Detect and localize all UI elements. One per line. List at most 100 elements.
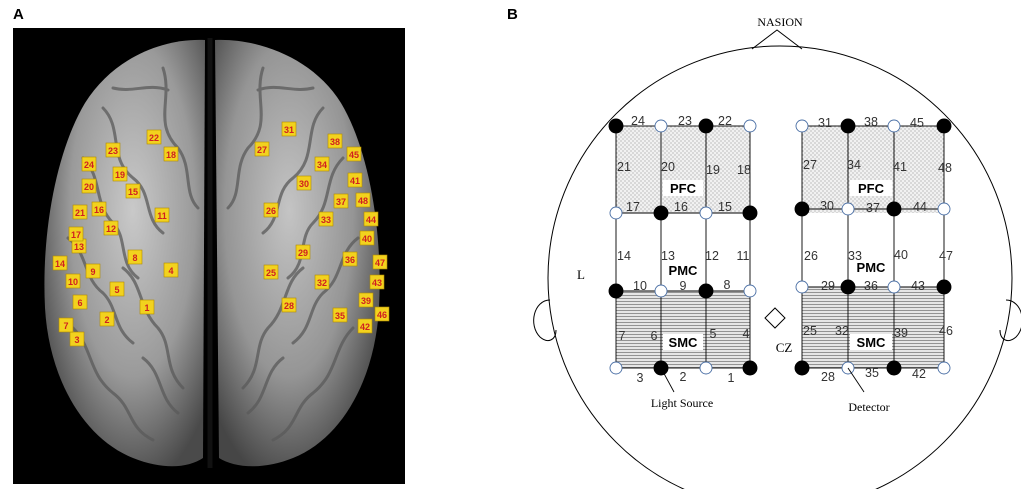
channel-marker-34: 34	[314, 156, 330, 172]
right-channel-27: 27	[803, 158, 817, 172]
right-optode-0-0	[795, 119, 809, 133]
right-channel-26: 26	[804, 249, 818, 263]
left-channel-11: 11	[737, 249, 750, 263]
channel-marker-12: 12	[103, 220, 119, 236]
svg-text:40: 40	[362, 234, 372, 244]
right-optode-2-1	[840, 279, 856, 295]
channel-markers: 1234567891011121314151617181920212223242…	[52, 121, 390, 347]
channel-marker-26: 26	[263, 202, 279, 218]
detector-leader	[847, 367, 865, 393]
nasion-label: NASION	[757, 15, 803, 29]
left-channel-8: 8	[724, 278, 731, 292]
svg-text:33: 33	[321, 215, 331, 225]
right-optode-3-2	[886, 360, 902, 376]
svg-text:8: 8	[132, 253, 137, 263]
left-channel-2: 2	[680, 370, 687, 384]
right-smc-region	[802, 287, 944, 368]
brain-illustration: 1234567891011121314151617181920212223242…	[44, 38, 390, 468]
left-ear	[533, 299, 557, 341]
right-channel-39: 39	[894, 326, 908, 340]
channel-marker-43: 43	[369, 274, 385, 290]
right-channel-37: 37	[866, 201, 880, 215]
svg-text:29: 29	[298, 248, 308, 258]
right-channel-43: 43	[911, 279, 925, 293]
left-smc-label: SMC	[669, 335, 699, 350]
channel-marker-23: 23	[105, 142, 121, 158]
nose-triangle	[751, 29, 803, 50]
svg-text:2: 2	[104, 315, 109, 325]
channel-marker-36: 36	[342, 251, 358, 267]
channel-marker-30: 30	[296, 175, 312, 191]
right-channel-45: 45	[910, 116, 924, 130]
right-optode-0-2	[887, 119, 901, 133]
left-optode-3-2	[699, 361, 713, 375]
left-pfc-label: PFC	[670, 181, 697, 196]
left-channel-20: 20	[661, 160, 675, 174]
right-optode-2-0	[795, 280, 809, 294]
svg-text:18: 18	[166, 150, 176, 160]
svg-text:44: 44	[366, 215, 376, 225]
right-channel-32: 32	[835, 324, 849, 338]
svg-text:45: 45	[349, 150, 359, 160]
left-channel-7: 7	[619, 329, 626, 343]
svg-text:10: 10	[68, 277, 78, 287]
right-optode-3-3	[937, 361, 951, 375]
svg-text:38: 38	[330, 137, 340, 147]
channel-marker-47: 47	[372, 254, 388, 270]
left-channel-5: 5	[710, 327, 717, 341]
right-optode-0-3	[936, 118, 952, 134]
svg-text:25: 25	[266, 268, 276, 278]
svg-text:42: 42	[360, 322, 370, 332]
right-optode-3-0	[794, 360, 810, 376]
svg-text:22: 22	[149, 133, 159, 143]
svg-text:37: 37	[336, 197, 346, 207]
channel-marker-28: 28	[281, 297, 297, 313]
left-channel-4: 4	[743, 327, 750, 341]
cz-label: CZ	[776, 340, 793, 355]
left-channel-14: 14	[617, 249, 631, 263]
light-source-label: Light Source	[651, 396, 713, 410]
left-channel-1: 1	[728, 371, 735, 385]
left-channel-3: 3	[637, 371, 644, 385]
left-optode-0-3	[743, 119, 757, 133]
left-channel-19: 19	[706, 163, 720, 177]
svg-text:46: 46	[377, 310, 387, 320]
cz-diamond	[764, 307, 786, 329]
right-channel-35: 35	[865, 366, 879, 380]
right-optode-1-3	[937, 202, 951, 216]
left-channel-17: 17	[626, 200, 640, 214]
svg-text:24: 24	[84, 160, 94, 170]
channel-marker-14: 14	[52, 255, 68, 271]
channel-marker-32: 32	[314, 274, 330, 290]
right-channel-28: 28	[821, 370, 835, 384]
svg-text:14: 14	[55, 259, 65, 269]
left-grid-lines	[615, 125, 751, 369]
svg-text:5: 5	[114, 285, 119, 295]
right-pfc-label: PFC	[858, 181, 885, 196]
left-channel-12: 12	[705, 249, 719, 263]
left-optode-1-3	[742, 205, 758, 221]
svg-text:36: 36	[345, 255, 355, 265]
channel-marker-9: 9	[85, 263, 101, 279]
left-smc-region	[616, 291, 750, 368]
svg-text:28: 28	[284, 301, 294, 311]
right-channel-33: 33	[848, 249, 862, 263]
right-channel-34: 34	[847, 158, 861, 172]
left-channel-6: 6	[651, 329, 658, 343]
channel-marker-5: 5	[109, 281, 125, 297]
left-channel-13: 13	[661, 249, 675, 263]
right-pmc-label: PMC	[857, 260, 887, 275]
right-optode-2-2	[887, 280, 901, 294]
svg-text:11: 11	[157, 211, 167, 221]
channel-marker-3: 3	[69, 331, 85, 347]
channel-marker-2: 2	[99, 311, 115, 327]
svg-text:48: 48	[358, 196, 368, 206]
left-optode-1-0	[609, 206, 623, 220]
right-channel-36: 36	[864, 279, 878, 293]
right-pfc-region	[802, 126, 944, 213]
left-optode-0-2	[698, 118, 714, 134]
channel-marker-25: 25	[263, 264, 279, 280]
channel-marker-27: 27	[254, 141, 270, 157]
svg-text:23: 23	[108, 146, 118, 156]
